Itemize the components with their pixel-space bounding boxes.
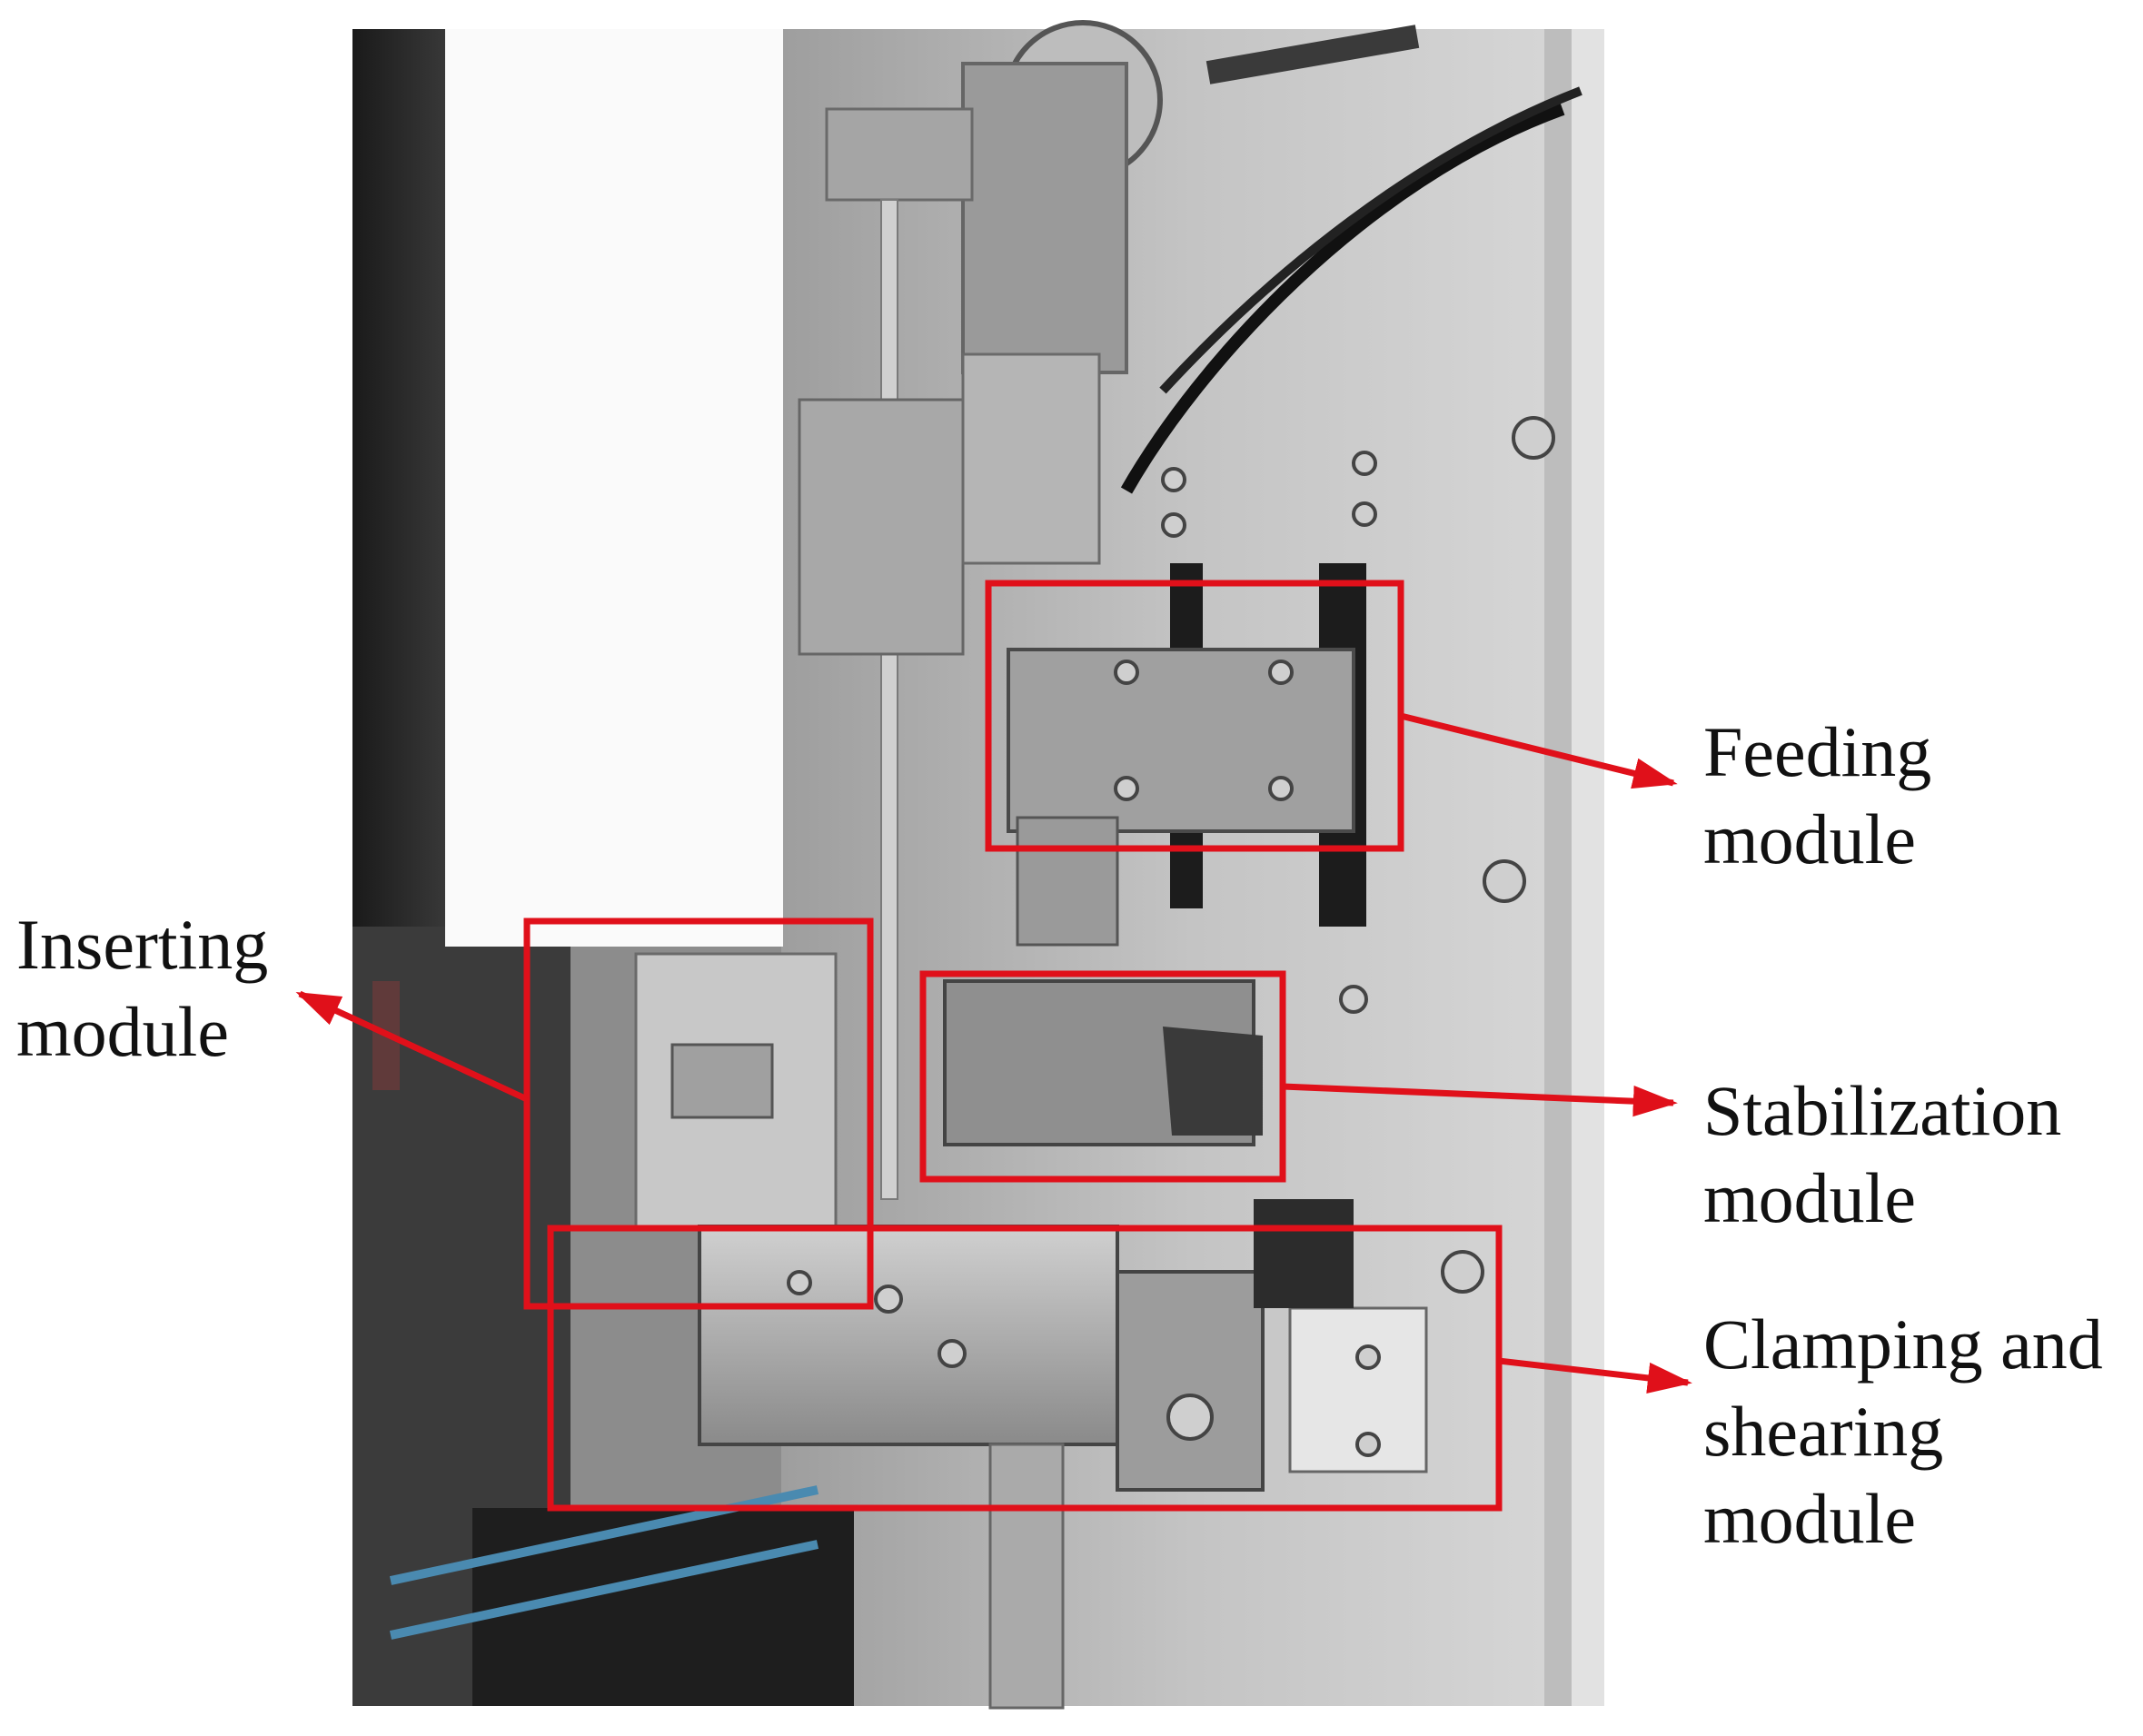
clamping-shearing-arrow: [1498, 1357, 1692, 1394]
inserting-arrow: [295, 990, 529, 1103]
feeding-module-label: Feeding module: [1703, 712, 1932, 878]
stabilization-module-label: Stabilization module: [1703, 1071, 2062, 1237]
feeding-arrow: [1400, 712, 1678, 789]
stabilization-arrow: [1282, 1083, 1678, 1117]
inserting-module-label: Inserting module: [16, 905, 269, 1071]
clamping-shearing-module-label: Clamping and shearing module: [1703, 1304, 2103, 1558]
stabilization-module-box: [919, 970, 1286, 1183]
inserting-module-box: [523, 918, 874, 1310]
clamping-shearing-module-box: [547, 1225, 1503, 1512]
machine-photo: [352, 20, 1604, 1710]
